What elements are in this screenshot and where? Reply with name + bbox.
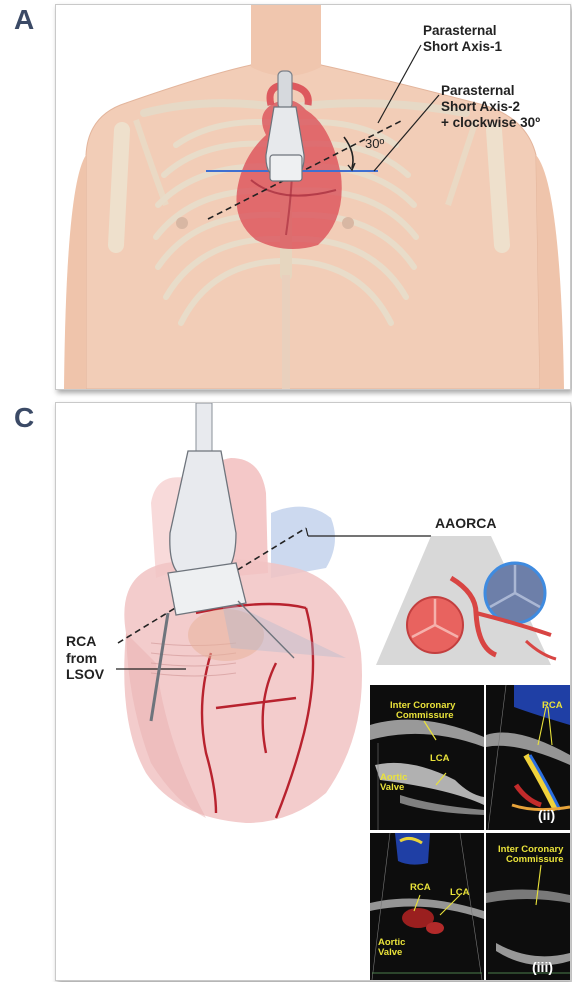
echo3-label-valve: Valve (378, 948, 405, 958)
label-psa2-line1: Parasternal (441, 83, 540, 99)
label-rca-from-lsov: RCA from LSOV (66, 633, 104, 683)
echo4-label-line2: Commissure (498, 855, 564, 865)
panel-c-letter: C (14, 402, 34, 434)
echo1-label-lca: LCA (430, 754, 450, 764)
label-psa2-line3: + clockwise 30º (441, 115, 540, 131)
echo-image-4: Inter Coronary Commissure (iii) (486, 833, 570, 980)
echo2-roman: (ii) (538, 807, 555, 823)
echo4-roman: (iii) (532, 959, 553, 975)
echo1-label-intercoronary: Inter Coronary Commissure (390, 701, 455, 721)
echo1-label-line2: Commissure (390, 711, 455, 721)
right-arm (536, 155, 564, 389)
panel-a-letter: A (14, 4, 34, 36)
echo2-label-rca: RCA (542, 701, 563, 711)
left-humerus (116, 130, 122, 245)
label-rca-line1: RCA (66, 633, 104, 650)
label-rca-line3: LSOV (66, 666, 104, 683)
label-psa2: Parasternal Short Axis-2 + clockwise 30º (441, 83, 540, 131)
neck (251, 5, 321, 76)
echo1-label-valve: Valve (380, 783, 407, 793)
left-arm (64, 155, 86, 389)
chest-illustration (56, 5, 570, 389)
panel-c-figure: AAORCA RCA from LSOV Inter Coronary Comm… (55, 402, 571, 981)
echo3-label-lca: LCA (450, 888, 470, 898)
label-psa1: Parasternal Short Axis-1 (423, 23, 502, 55)
echo1-label-aortic-valve: Aortic Valve (380, 773, 407, 793)
echo-image-3: RCA LCA Aortic Valve (370, 833, 484, 980)
right-humerus (494, 130, 502, 245)
label-aaorca: AAORCA (435, 515, 496, 532)
angle-label: 30º (365, 136, 384, 151)
label-psa1-line1: Parasternal (423, 23, 502, 39)
label-psa1-line2: Short Axis-1 (423, 39, 502, 55)
label-psa2-line2: Short Axis-2 (441, 99, 540, 115)
echo-image-2: RCA (ii) (486, 685, 570, 830)
echo3-label-aortic-valve: Aortic Valve (378, 938, 405, 958)
echo4-label-intercoronary: Inter Coronary Commissure (498, 845, 564, 865)
panel-a-figure: Parasternal Short Axis-1 Parasternal Sho… (55, 4, 571, 390)
echo3-label-rca: RCA (410, 883, 431, 893)
label-rca-line2: from (66, 650, 104, 667)
echo-image-1: Inter Coronary Commissure Aortic Valve L… (370, 685, 484, 830)
